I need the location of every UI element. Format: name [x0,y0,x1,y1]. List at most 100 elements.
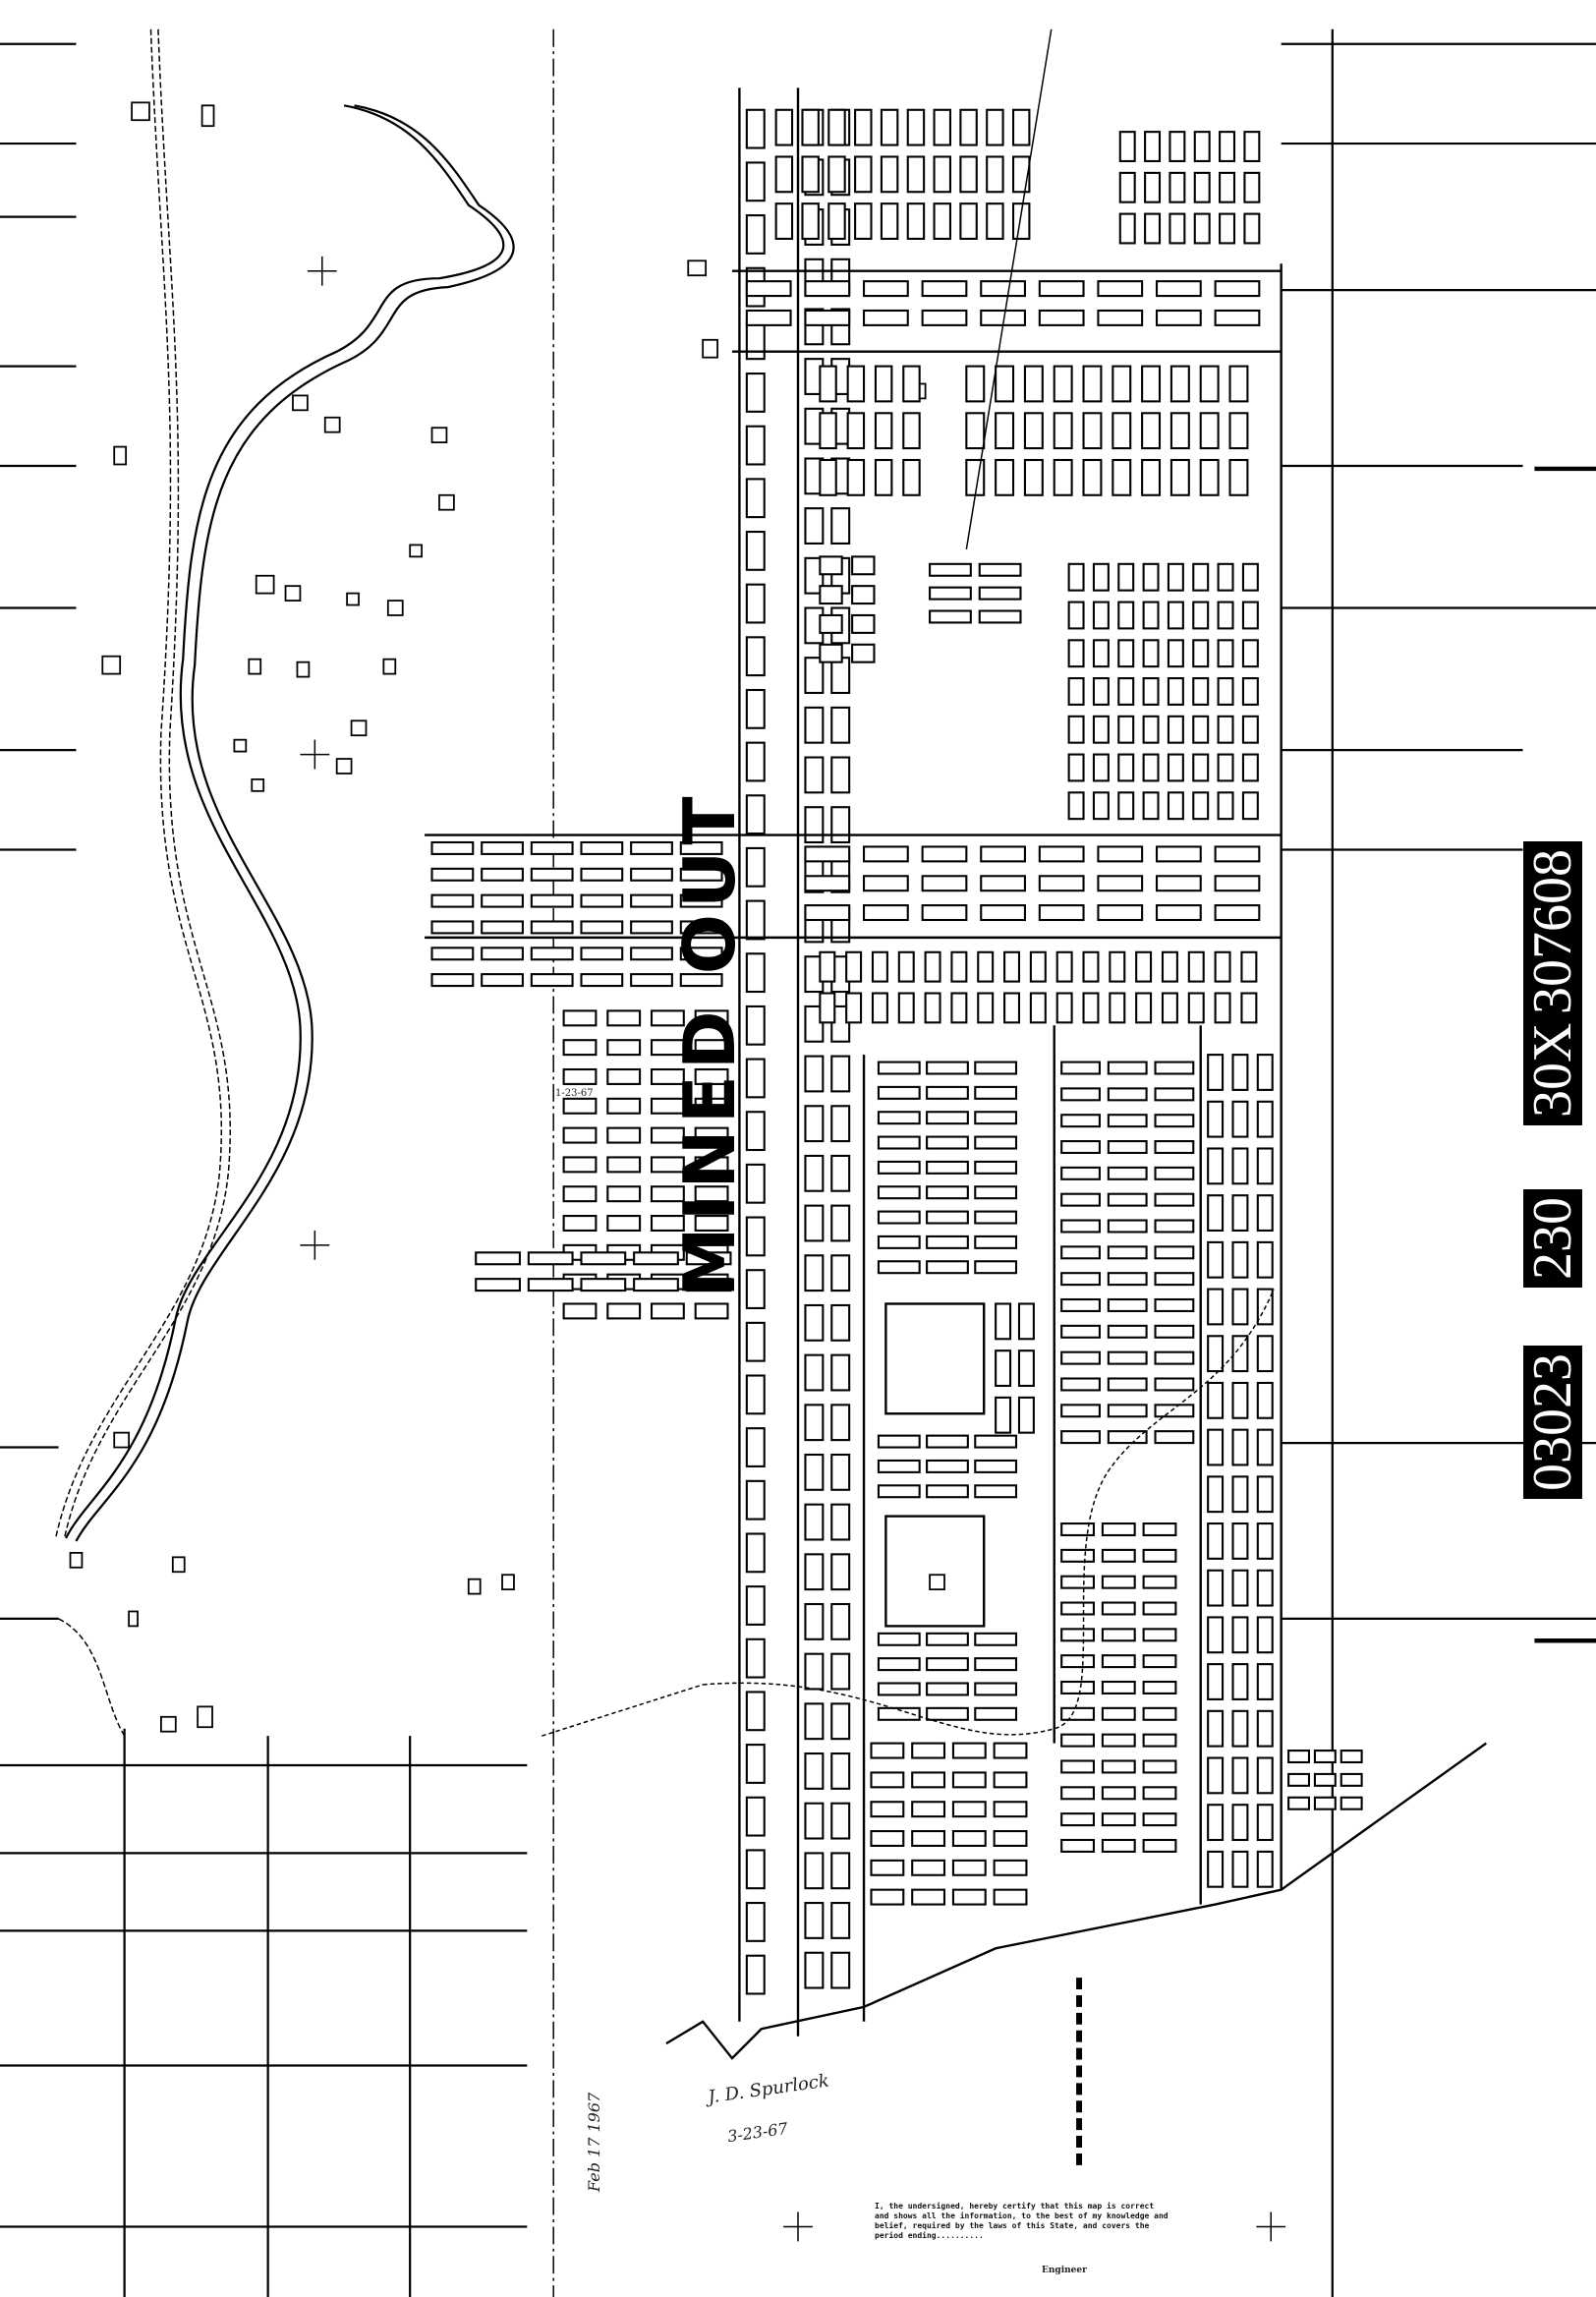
pillar [926,1235,969,1249]
pillar [1155,875,1202,892]
pillar [530,840,574,855]
building [501,1574,515,1591]
pillar [1154,1219,1195,1234]
pillar [745,319,766,361]
pillar [906,108,926,146]
pillar [1101,1522,1136,1537]
pillar [1060,1245,1101,1260]
pillar [1060,1061,1101,1075]
pillar [1193,212,1211,245]
pillar [606,1039,642,1057]
pillar [1017,1349,1035,1387]
pillar [1118,212,1136,245]
building [687,259,708,277]
pillar [580,920,624,935]
building [200,104,215,128]
pillar [877,1111,921,1125]
pillar [804,1902,825,1939]
pillar [633,1251,679,1266]
pillar [530,947,574,961]
pillar [1107,1404,1148,1418]
film-label-reel: 03023 [1522,1346,1583,1499]
film-label-series: 230 [1522,1189,1583,1288]
pillar [993,1888,1028,1906]
pillar [924,992,941,1024]
film-label-reduction: 30X [1522,1014,1583,1125]
pillar [430,973,475,988]
pillar [1060,1404,1101,1418]
pillar [1101,1706,1136,1721]
pillar [1060,1601,1096,1616]
pillar [1168,171,1186,203]
pillar [745,309,792,326]
pillar [694,1156,729,1174]
pillar [1256,1475,1274,1514]
pillar [1107,1350,1148,1365]
pillar [1243,171,1261,203]
surface-structures [69,101,945,1733]
pillar [1060,1654,1096,1669]
pillar [1107,1245,1148,1260]
pillar [804,904,851,922]
pillar [1023,365,1044,403]
pillar [1287,1750,1311,1764]
pillar [1142,1548,1177,1563]
pillar [877,1135,921,1150]
pillar [1142,753,1160,782]
pillar [745,846,766,888]
pillar [580,973,624,988]
pillar [978,562,1022,577]
pillar [1168,131,1186,162]
pillar [1155,904,1202,922]
pillar [1199,412,1220,450]
pillar [1053,458,1073,496]
pillar [870,1829,905,1847]
pillar [562,1185,598,1203]
pillar [1067,715,1085,744]
pillar [929,586,972,601]
pillar [1228,365,1249,403]
pillar [1192,753,1210,782]
pillar [694,1126,729,1144]
pillar [830,1503,851,1541]
pillar [877,1434,921,1449]
pillar [1060,1192,1101,1207]
pillar [1109,950,1126,983]
crosshairs [300,256,1286,2242]
pillar [926,1061,969,1075]
pillar [880,108,899,146]
pillar [924,950,941,983]
pillar [745,1479,766,1521]
pillar [1092,562,1110,592]
pillar [1060,1272,1101,1287]
pillar [830,507,851,545]
mine-pillars [430,108,1363,1995]
pillar [911,1742,946,1759]
pillar [804,1254,825,1292]
pillar [745,425,766,466]
pillar [1167,601,1184,630]
pillar [1167,562,1184,592]
pillar [1142,1838,1177,1853]
building [929,1574,945,1591]
pillar [830,1404,851,1442]
pillar [745,899,766,941]
mined-out-label: MINED OUT [668,790,751,1298]
pillar [580,893,624,908]
pillar [993,1859,1028,1876]
pillar [902,412,921,450]
pillar [1256,1709,1274,1748]
pillar [1092,601,1110,630]
pillar [694,1039,729,1057]
pillar [1256,1616,1274,1654]
pillar [1060,1680,1096,1694]
pillar [1053,365,1073,403]
pillar [650,1302,685,1320]
pillar [1231,1240,1249,1279]
pillar [965,412,986,450]
river [65,104,515,1542]
pillar [1207,1428,1225,1466]
pillar [1256,1756,1274,1795]
pillar [897,950,915,983]
pillar [1192,715,1210,744]
